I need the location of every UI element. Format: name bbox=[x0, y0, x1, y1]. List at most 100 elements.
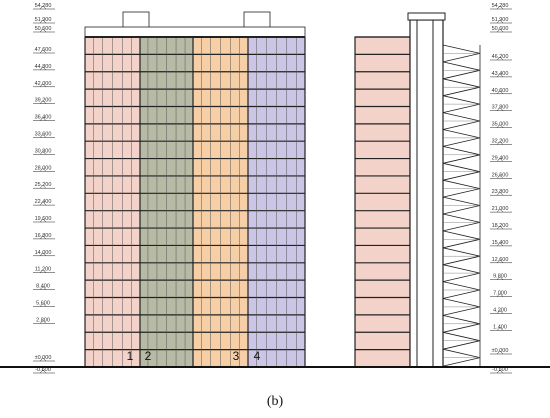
level-text: 5.600 bbox=[36, 301, 50, 307]
level-triangle bbox=[39, 320, 47, 324]
level-text: 30.800 bbox=[35, 148, 52, 154]
level-triangle bbox=[496, 90, 504, 94]
level-text: 14.000 bbox=[35, 250, 52, 256]
level-triangle bbox=[496, 350, 504, 355]
level-text: 22.400 bbox=[35, 199, 52, 205]
level-text: 18.200 bbox=[492, 223, 509, 229]
level-text: 39.200 bbox=[35, 98, 52, 104]
level-text: 37.800 bbox=[492, 105, 509, 111]
level-triangle bbox=[39, 369, 47, 374]
level-text: 29.400 bbox=[492, 155, 509, 161]
unit-label-4: 4 bbox=[254, 349, 261, 363]
level-text: 54.280 bbox=[492, 3, 509, 9]
level-triangle bbox=[39, 5, 47, 10]
level-text: 33.600 bbox=[35, 132, 52, 138]
level-triangle bbox=[496, 310, 504, 314]
level-triangle bbox=[39, 303, 47, 307]
level-triangle bbox=[496, 107, 504, 111]
level-text: 23.800 bbox=[492, 189, 509, 195]
level-triangle bbox=[496, 225, 504, 230]
level-triangle bbox=[496, 174, 504, 179]
level-text: ±0.000 bbox=[35, 355, 52, 361]
level-text: 19.600 bbox=[35, 216, 52, 222]
level-text: 44.800 bbox=[35, 64, 52, 70]
level-triangle bbox=[39, 235, 47, 240]
level-text: -0.600 bbox=[35, 367, 51, 373]
level-text: 51.900 bbox=[35, 17, 52, 23]
right-level-marks: 54.28051.90050.60046.20043.40040.60037.8… bbox=[490, 3, 512, 374]
level-text: 4.200 bbox=[493, 308, 507, 314]
level-text: 26.600 bbox=[492, 172, 509, 178]
level-triangle bbox=[39, 252, 47, 256]
level-triangle bbox=[39, 201, 47, 206]
level-triangle bbox=[39, 167, 47, 172]
level-text: 54.280 bbox=[35, 3, 52, 9]
level-triangle bbox=[39, 100, 47, 104]
side-wall bbox=[354, 36, 411, 368]
level-triangle bbox=[39, 83, 47, 87]
level-text: 2.800 bbox=[36, 317, 50, 323]
level-triangle bbox=[496, 124, 504, 128]
level-text: 21.000 bbox=[492, 206, 509, 212]
parapet bbox=[84, 26, 306, 38]
level-triangle bbox=[39, 19, 47, 24]
level-text: 42.000 bbox=[35, 81, 52, 87]
level-triangle bbox=[496, 276, 504, 280]
level-text: 8.400 bbox=[36, 284, 50, 290]
unit-label-1: 1 bbox=[127, 349, 134, 363]
level-triangle bbox=[496, 56, 504, 61]
unit-label-3: 3 bbox=[233, 349, 240, 363]
level-text: 47.600 bbox=[35, 47, 52, 53]
level-triangle bbox=[496, 191, 504, 196]
level-triangle bbox=[39, 184, 47, 189]
level-triangle bbox=[496, 327, 504, 331]
level-triangle bbox=[39, 66, 47, 71]
level-text: -0.600 bbox=[492, 367, 508, 373]
level-text: 35.000 bbox=[492, 122, 509, 128]
level-text: 25.200 bbox=[35, 182, 52, 188]
level-triangle bbox=[496, 73, 504, 78]
core-cap bbox=[407, 12, 446, 21]
level-text: 36.400 bbox=[35, 115, 52, 121]
level-triangle bbox=[496, 369, 504, 374]
level-triangle bbox=[39, 269, 47, 273]
level-text: ±0.000 bbox=[492, 348, 509, 354]
level-triangle bbox=[496, 141, 504, 145]
stair-core bbox=[409, 19, 444, 368]
level-triangle bbox=[496, 242, 504, 247]
level-text: 32.200 bbox=[492, 139, 509, 145]
level-text: 43.400 bbox=[492, 71, 509, 77]
level-triangle bbox=[39, 218, 47, 223]
level-text: 16.800 bbox=[35, 233, 52, 239]
level-text: 50.600 bbox=[35, 26, 52, 32]
level-triangle bbox=[39, 151, 47, 155]
level-text: 9.800 bbox=[493, 274, 507, 280]
level-text: 1.400 bbox=[493, 324, 507, 330]
level-text: 12.600 bbox=[492, 257, 509, 263]
level-triangle bbox=[496, 293, 504, 297]
level-text: 40.600 bbox=[492, 88, 509, 94]
level-text: 15.400 bbox=[492, 240, 509, 246]
level-text: 11.200 bbox=[35, 267, 51, 273]
level-text: 46.200 bbox=[492, 54, 509, 60]
level-triangle bbox=[496, 208, 504, 213]
right-building-elevation bbox=[354, 12, 481, 368]
level-triangle bbox=[496, 19, 504, 24]
level-text: 28.000 bbox=[35, 165, 52, 171]
level-triangle bbox=[39, 49, 47, 54]
level-triangle bbox=[496, 5, 504, 10]
left-level-marks: 54.280 51.900 50.600 47.600 44.800 42.000 39.2… bbox=[33, 3, 55, 374]
level-triangle bbox=[39, 286, 47, 290]
level-text: 50.600 bbox=[492, 26, 509, 32]
unit-label-2: 2 bbox=[145, 349, 152, 363]
level-triangle bbox=[39, 134, 47, 138]
level-triangle bbox=[39, 28, 47, 33]
level-triangle bbox=[496, 259, 504, 263]
figure-caption: (b) bbox=[266, 394, 284, 409]
level-triangle bbox=[39, 357, 47, 362]
level-triangle bbox=[39, 117, 47, 121]
level-triangle bbox=[496, 28, 504, 33]
level-text: 7.000 bbox=[493, 291, 507, 297]
